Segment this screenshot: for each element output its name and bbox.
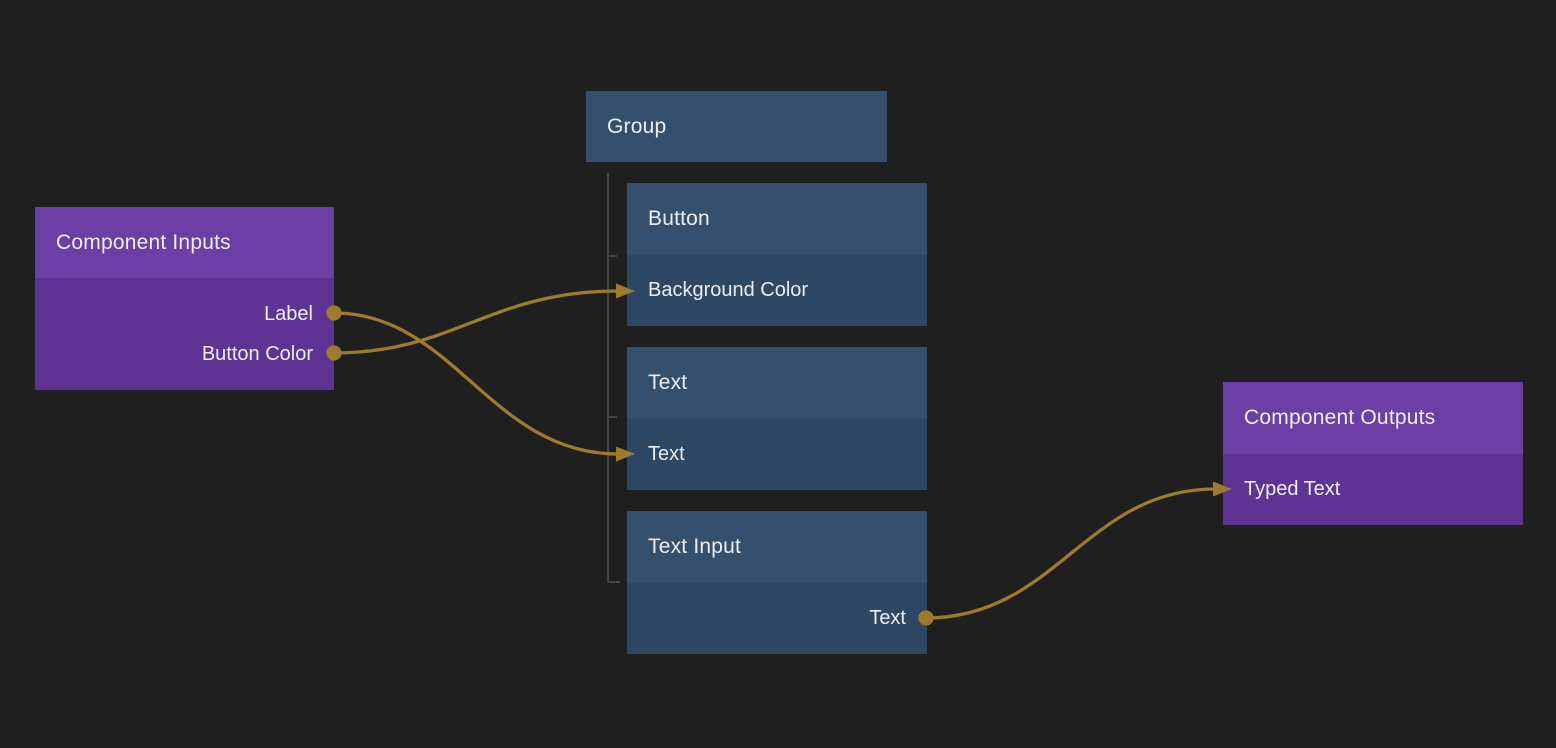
node-button-header[interactable]: Button xyxy=(627,183,927,255)
port-row-background-color[interactable]: Background Color xyxy=(627,255,927,326)
port-label-button-color: Button Color xyxy=(201,342,313,365)
group-tree-connector xyxy=(607,173,620,583)
node-button-title: Button xyxy=(648,207,710,230)
node-component-outputs[interactable]: Component Outputs Typed Text xyxy=(1223,382,1523,525)
port-row-typed-text[interactable]: Typed Text xyxy=(1223,454,1523,525)
node-button[interactable]: Button Background Color xyxy=(627,183,927,326)
node-text-input-body: Text xyxy=(627,583,927,654)
node-button-body: Background Color xyxy=(627,255,927,326)
node-component-outputs-body: Typed Text xyxy=(1223,454,1523,525)
port-row-button-color[interactable]: Button Color xyxy=(35,334,334,374)
port-label-text: Text xyxy=(648,443,685,465)
node-text-body: Text xyxy=(627,419,927,490)
node-text-header[interactable]: Text xyxy=(627,347,927,419)
port-label-text-output: Text xyxy=(869,607,906,629)
node-text-input-header[interactable]: Text Input xyxy=(627,511,927,583)
node-component-inputs-title: Component Inputs xyxy=(56,230,231,254)
node-text[interactable]: Text Text xyxy=(627,347,927,490)
port-row-text-output-port[interactable]: Text xyxy=(627,583,927,654)
node-text-title: Text xyxy=(648,371,688,394)
wire-label-to-text[interactable] xyxy=(333,311,619,456)
port-row-text-input-port[interactable]: Text xyxy=(627,419,927,490)
node-component-inputs[interactable]: Component Inputs Label Button Color xyxy=(35,207,334,390)
port-row-label[interactable]: Label xyxy=(35,294,334,334)
node-group-title: Group xyxy=(607,114,667,138)
node-component-inputs-body: Label Button Color xyxy=(35,278,334,390)
node-group-header[interactable]: Group xyxy=(586,91,887,162)
port-label-label: Label xyxy=(264,302,313,325)
port-label-background-color: Background Color xyxy=(648,279,809,301)
node-component-outputs-header[interactable]: Component Outputs xyxy=(1223,382,1523,454)
node-text-input-title: Text Input xyxy=(648,535,742,558)
wire-button-color-to-background-color[interactable] xyxy=(333,289,619,355)
node-component-outputs-title: Component Outputs xyxy=(1244,406,1436,429)
node-group[interactable]: Group xyxy=(586,91,887,162)
wire-text-to-typed-text[interactable] xyxy=(925,487,1216,620)
node-text-input[interactable]: Text Input Text xyxy=(627,511,927,654)
port-label-typed-text: Typed Text xyxy=(1244,478,1341,500)
node-component-inputs-header[interactable]: Component Inputs xyxy=(35,207,334,278)
